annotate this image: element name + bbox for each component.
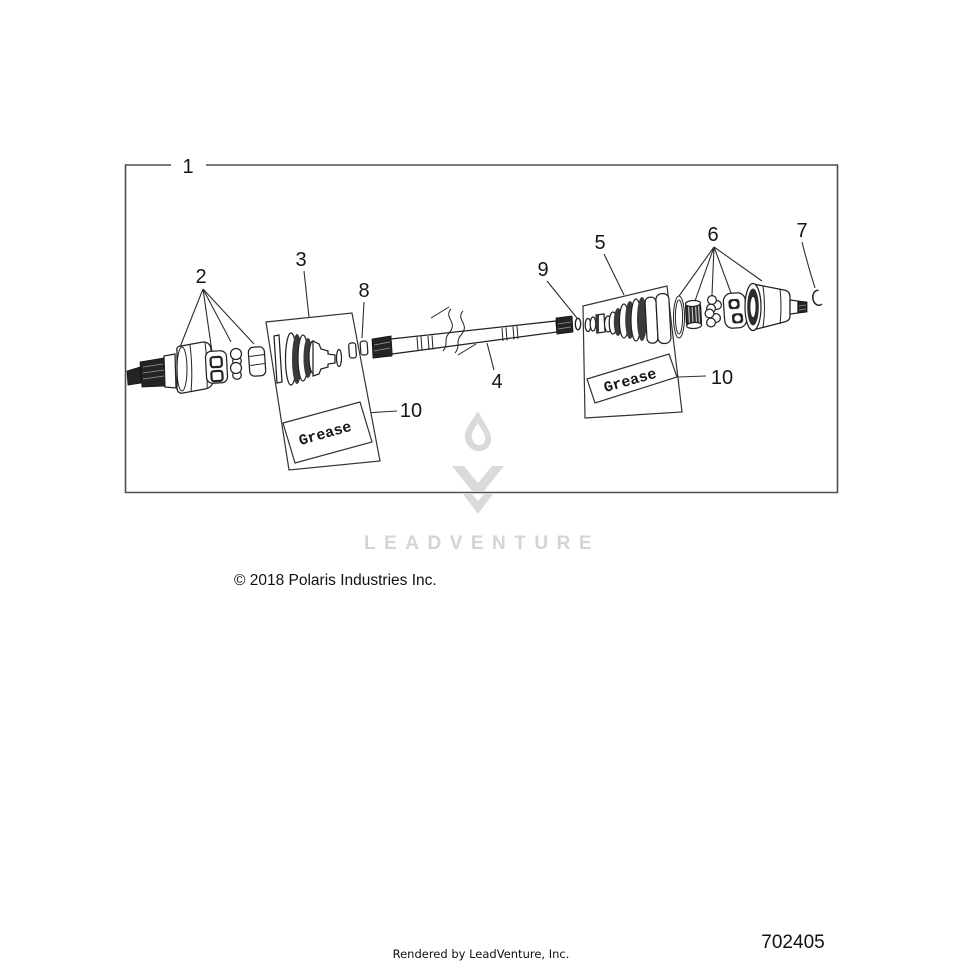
watermark-v-icon-lower xyxy=(463,494,493,514)
leader-4 xyxy=(486,342,495,371)
housing-stub xyxy=(789,299,799,315)
left-boot xyxy=(284,332,343,386)
callout-1: 1 xyxy=(182,156,193,178)
leader-3 xyxy=(303,270,310,318)
outer-cv-housing xyxy=(744,282,808,332)
left-cv-cage xyxy=(204,350,229,384)
boot-band-strip xyxy=(273,334,283,384)
grease-pack-right-box xyxy=(586,353,678,404)
seal-ring xyxy=(673,295,685,339)
housing-stub-splines xyxy=(797,300,808,314)
callout-10-left: 10 xyxy=(400,400,422,422)
small-boot-clamp xyxy=(348,342,358,359)
left-cv-race xyxy=(247,346,267,377)
left-stub-shaft-tip xyxy=(126,366,142,386)
callout-7: 7 xyxy=(796,220,807,242)
clamp-8 xyxy=(359,340,369,356)
rendered-by-text: Rendered by LeadVenture, Inc. xyxy=(393,947,570,961)
callout-6: 6 xyxy=(707,224,718,246)
callout-labels: 1 2 3 4 5 6 7 8 9 10 10 xyxy=(182,156,807,422)
callout-8: 8 xyxy=(358,280,369,302)
left-shaft-collar xyxy=(163,353,177,389)
shaft-right-splines xyxy=(555,315,574,335)
clamp-9 xyxy=(574,317,582,331)
leader-7 xyxy=(801,241,816,289)
callout-3: 3 xyxy=(295,249,306,271)
housing-rim xyxy=(176,346,188,392)
grease-pack-left: Grease xyxy=(282,401,373,464)
outer-cv-race xyxy=(684,299,703,330)
shaft-right-streaks xyxy=(557,321,572,330)
part-number: 702405 xyxy=(761,932,824,953)
leader-8 xyxy=(361,301,365,339)
callout-4: 4 xyxy=(491,371,502,393)
left-cv-balls xyxy=(229,347,243,380)
shaft-grooves xyxy=(416,325,519,352)
axle-shaft xyxy=(371,306,574,359)
copyright-text: © 2018 Polaris Industries Inc. xyxy=(234,572,437,589)
grease-pack-left-box xyxy=(282,401,373,464)
callout-2: 2 xyxy=(195,266,206,288)
spline-streaks xyxy=(142,363,165,380)
shaft-break-symbol xyxy=(430,306,477,356)
assembly-border xyxy=(124,164,839,494)
outer-cv-parts xyxy=(673,282,808,339)
shaft-body xyxy=(390,320,558,355)
shaft-left-streaks xyxy=(373,341,391,352)
leader-6 xyxy=(678,246,763,302)
grease-pack-right: Grease xyxy=(586,353,678,404)
leader-10-right xyxy=(677,375,707,378)
callout-9: 9 xyxy=(537,259,548,281)
snap-ring-7 xyxy=(812,289,823,307)
leader-2 xyxy=(179,288,255,353)
callout-5: 5 xyxy=(594,232,605,254)
boot-kit-right: Grease xyxy=(582,285,683,419)
right-boot xyxy=(603,292,672,345)
leader-5 xyxy=(603,253,625,296)
callout-10-right: 10 xyxy=(711,367,733,389)
watermark-v-icon xyxy=(452,466,504,491)
boot-kit-left: Grease xyxy=(265,312,381,471)
leadventure-watermark: LEADVENTURE xyxy=(364,411,600,554)
watermark-flame-inner xyxy=(471,423,486,446)
left-cv-joint xyxy=(126,341,267,394)
boot-neck-band xyxy=(596,315,599,333)
small-ring-2 xyxy=(589,316,597,332)
watermark-text: LEADVENTURE xyxy=(364,533,600,554)
outer-cv-balls xyxy=(704,294,723,328)
leader-9 xyxy=(546,280,578,319)
shaft-left-splines xyxy=(371,335,393,359)
outer-cv-cage xyxy=(722,292,748,329)
